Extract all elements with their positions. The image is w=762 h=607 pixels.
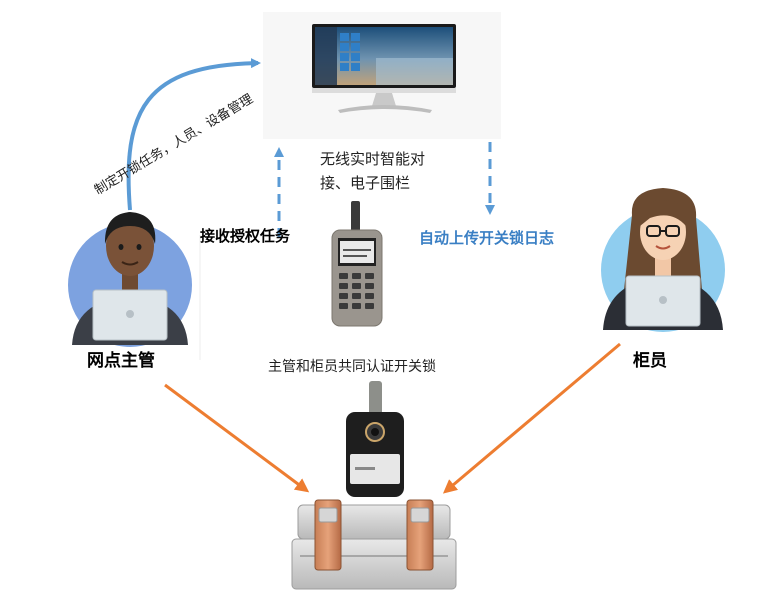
handheld-terminal-icon xyxy=(331,201,383,327)
joint-auth-label: 主管和柜员共同认证开关锁 xyxy=(268,359,436,375)
supervisor-to-box-arrow xyxy=(164,383,310,493)
supervisor-avatar-icon xyxy=(68,212,192,347)
teller-label: 柜员 xyxy=(633,351,667,371)
teller-avatar-icon xyxy=(601,188,725,332)
smart-lock-icon xyxy=(346,381,404,497)
teller-to-box-arrow xyxy=(442,342,621,494)
supervisor-label: 网点主管 xyxy=(87,351,155,371)
wireless-label-line2: 接、电子围栏 xyxy=(320,174,411,192)
wireless-label-line1: 无线实时智能对 xyxy=(320,150,426,168)
receive-task-label: 接收授权任务 xyxy=(200,227,291,245)
assign-arrow xyxy=(126,58,261,211)
computer-monitor-icon xyxy=(312,24,456,113)
upload-log-label: 自动上传开关锁日志 xyxy=(419,229,555,247)
cash-box-icon xyxy=(291,499,457,590)
